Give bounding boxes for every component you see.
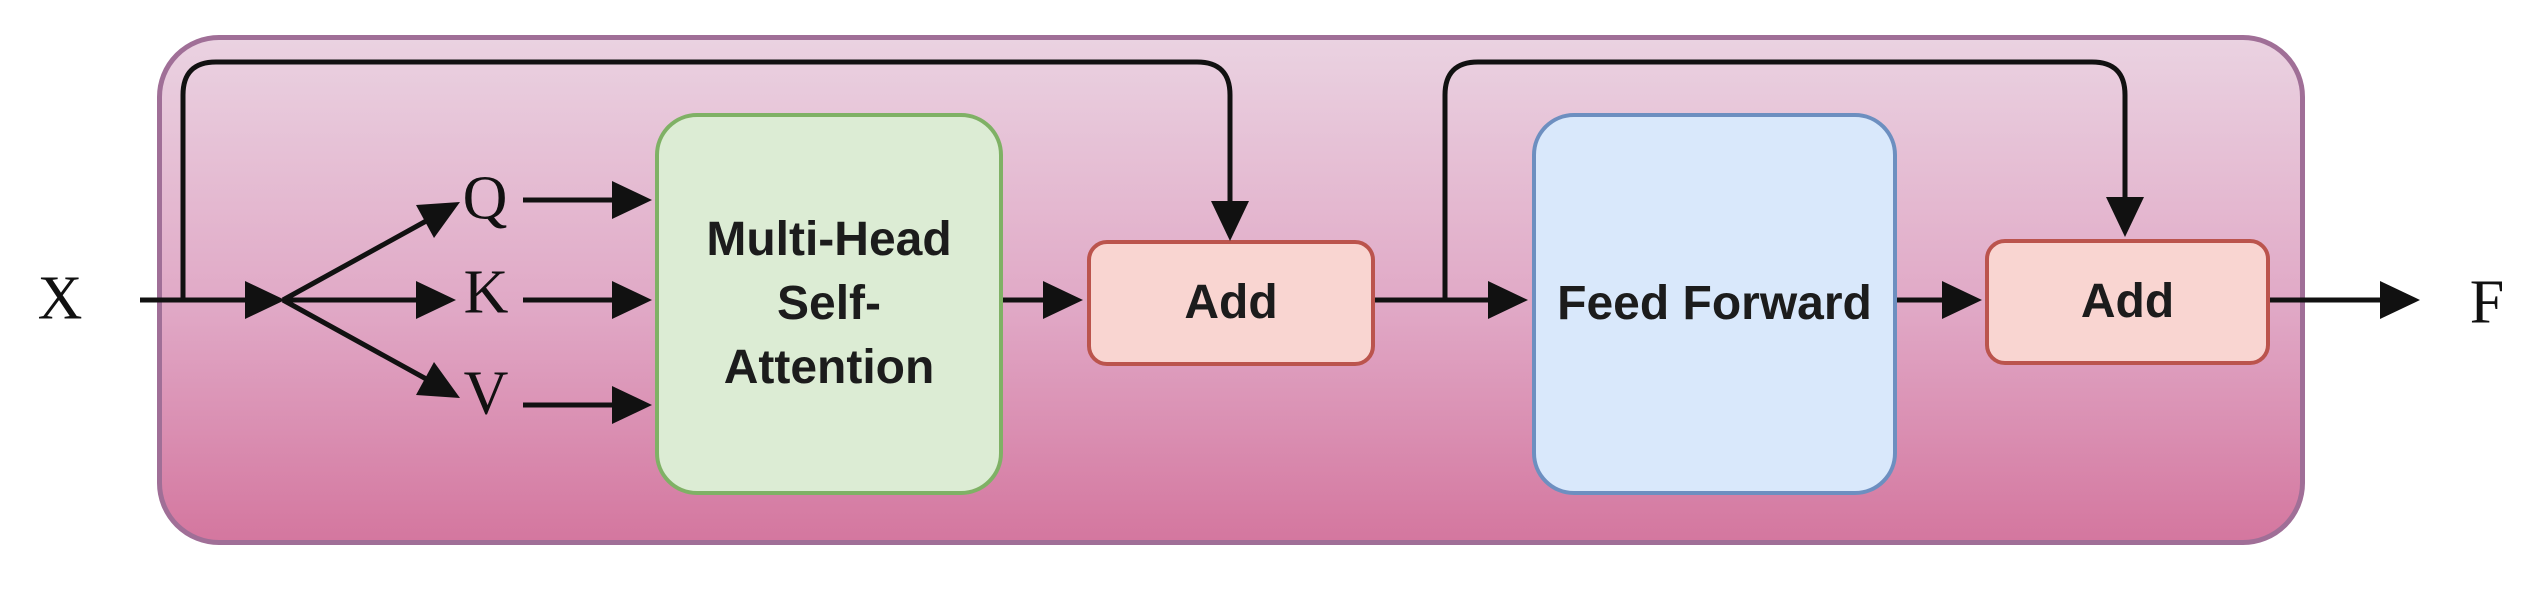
feed-forward-label: Feed Forward	[1557, 277, 1872, 330]
query-label: Q	[462, 164, 508, 233]
value-label: V	[463, 359, 509, 428]
block-label-line: Multi-Head	[706, 213, 952, 266]
output-label: F	[2469, 268, 2505, 337]
multi-head-self-attention-label: Multi-Head Self- Attention	[706, 208, 951, 400]
add-block-1-label: Add	[1184, 276, 1278, 329]
input-label: X	[37, 264, 83, 333]
add-block-1: Add	[1087, 240, 1375, 366]
feed-forward-block: Feed Forward	[1532, 113, 1897, 495]
add-block-2: Add	[1985, 239, 2270, 365]
block-label-line: Attention	[723, 341, 935, 394]
add-block-2-label: Add	[2080, 275, 2175, 328]
output-arrowhead	[2380, 281, 2420, 319]
key-label: K	[463, 258, 509, 327]
block-label-line: Self-	[776, 277, 881, 330]
multi-head-self-attention-block: Multi-Head Self- Attention	[655, 113, 1003, 495]
